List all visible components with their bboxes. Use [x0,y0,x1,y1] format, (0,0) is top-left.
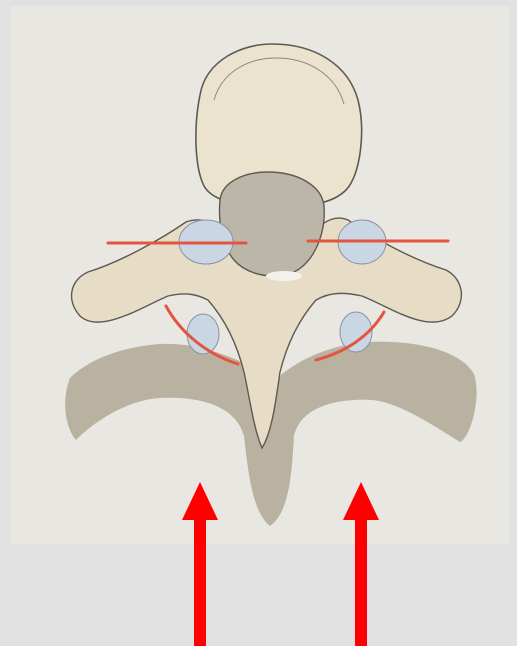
arrow-right-shaft [355,518,367,646]
spinal-canal [220,172,325,276]
arrow-left-shaft [194,518,206,646]
canal-highlight [266,271,302,281]
